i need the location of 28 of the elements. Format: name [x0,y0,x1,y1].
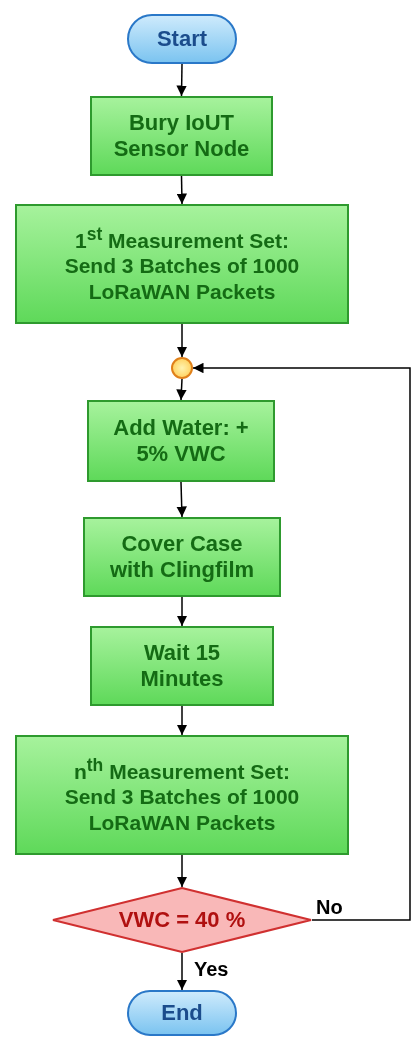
arrow [176,175,188,205]
node-label: n$^{th}$ Measurement Set: Send 3 Batches of 1000 LoRaWAN Packets [63,755,301,835]
terminator-pill [127,990,237,1036]
process-box [90,96,273,176]
arrow [176,323,188,358]
process-box [83,517,281,597]
node-label: VWC = 40 % [118,906,246,934]
node-label: Wait 15 Minutes [139,639,225,693]
arrow [176,952,188,991]
process-box [15,204,349,324]
process-box [15,735,349,855]
node-label: End [161,999,203,1027]
node-label: Cover Case with Clingfilm [108,530,256,584]
terminator-pill [127,14,237,64]
arrow [176,63,187,97]
arrow [192,362,411,921]
connector-circle [171,357,193,379]
arrow [176,854,188,888]
arrow [176,378,187,401]
process-box [90,626,274,706]
process-box [87,400,275,482]
node-label: Start [156,25,208,53]
node-label: 1$^{st}$ Measurement Set: Send 3 Batches of 1000 LoRaWAN Packets [63,224,301,304]
arrow [176,596,188,627]
arrow [176,481,187,518]
arrow [176,705,188,736]
node-label: Bury IoUT Sensor Node [112,109,251,163]
node-label: Add Water: + 5% VWC [112,414,250,468]
